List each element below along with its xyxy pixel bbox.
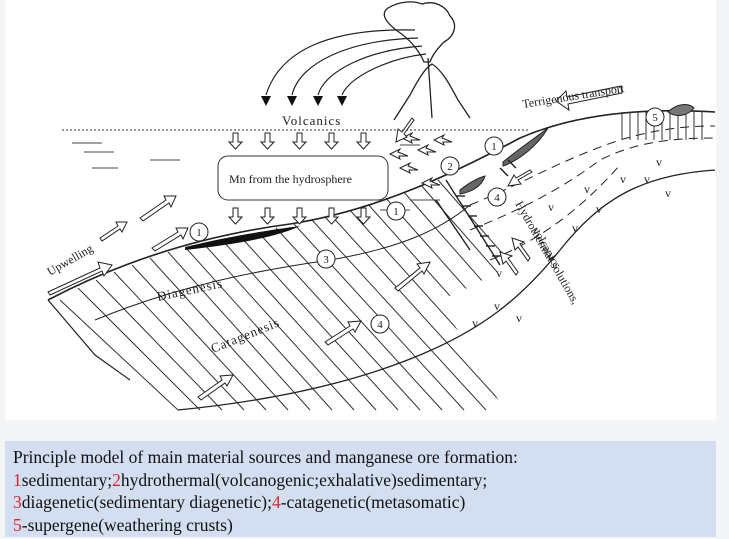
caption-line-2: 3diagenetic(sedimentary diagenetic);4-ca… [13,491,708,514]
svg-text:v: v [548,200,554,214]
svg-text:v: v [548,251,554,265]
svg-text:v: v [572,221,578,235]
label-upwelling: Upwelling [45,241,96,278]
ore-body-hydrothermal [459,175,486,195]
volcano [393,63,471,121]
svg-text:v: v [656,155,662,169]
volcanic-plume [383,1,456,63]
marker-1c: 1 [491,141,497,153]
caption-text-1: sedimentary; [21,469,113,490]
caption-text-2: hydrothermal(volcanogenic;exhalative)sed… [120,469,488,490]
caption-line-3: 5-supergene(weathering crusts) [13,514,708,537]
label-terrigenous-transport: Terrigenous transport [521,81,625,111]
mn-hydrosphere-box [217,155,389,201]
sea-floor-line [47,109,716,301]
marker-5: 5 [652,112,658,124]
caption-number-2: 2 [112,469,121,490]
caption-text-3: diagenetic(sedimentary diagenetic); [21,492,272,512]
caption-number-5: 5 [13,514,22,535]
caption-text-4: -catagenetic(metasomatic) [280,492,466,512]
svg-text:v: v [620,172,626,186]
ore-body-supergene [667,104,695,116]
svg-text:v: v [665,186,671,200]
svg-text:v: v [644,172,650,186]
marker-1a: 1 [196,227,202,239]
upwelling-arrow [47,261,113,296]
svg-text:v: v [496,266,502,280]
marker-2: 2 [447,161,453,173]
marker-1b: 1 [393,206,399,218]
marker-4a: 4 [494,192,500,204]
ore-body-sedimentary [502,127,549,167]
circled-markers [189,107,665,334]
volcanic-v-marks: vvv vvv vvv vvv v [472,155,671,330]
marker-4b: 4 [377,319,383,331]
caption-heading: Principle model of main material sources… [13,447,518,467]
caption-box: Principle model of main material sources… [5,441,716,537]
svg-text:v: v [494,299,500,313]
ash-fall-curves [265,29,427,96]
caption-text-5: -supergene(weathering crusts) [21,514,233,535]
caption-line-1: 1sedimentary;2hydrothermal(volcanogenic;… [13,469,708,492]
terrigenous-arrow [555,85,623,112]
label-diagenesis: Diagenesis [156,275,225,304]
svg-text:v: v [584,182,590,196]
svg-text:v: v [516,311,522,325]
svg-text:v: v [472,316,478,330]
label-volcanics: Volcanics [282,113,341,128]
caption-number-1: 1 [13,469,22,490]
caption-number-3: 3 [13,492,22,512]
svg-text:v: v [596,202,602,216]
label-mn-hydrosphere: Mn from the hydrosphere [229,172,352,186]
caption-number-4: 4 [271,492,281,512]
ore-body-diagenetic [185,226,300,250]
marker-3: 3 [323,254,329,266]
